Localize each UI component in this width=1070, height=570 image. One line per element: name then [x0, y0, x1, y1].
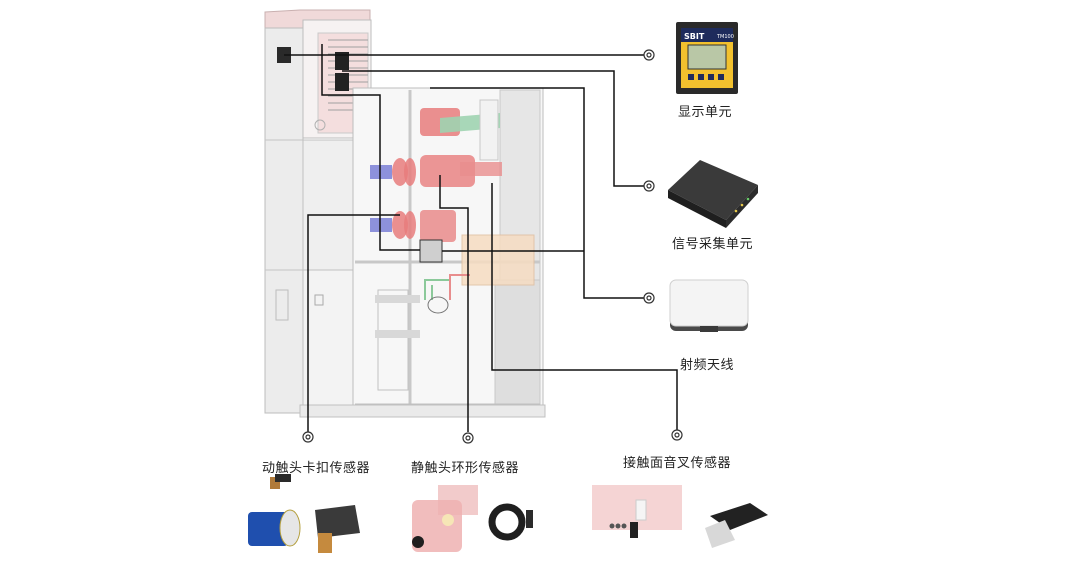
label-display-unit: 显示单元 — [678, 105, 733, 120]
target-icon-moving-contact — [302, 431, 314, 443]
rf-antenna-image — [669, 279, 749, 332]
static-contact-sensor-image — [412, 485, 533, 552]
label-rf-antenna: 射频天线 — [680, 358, 735, 373]
internal-signal-unit-icon — [419, 239, 443, 263]
connector-lines — [284, 44, 678, 432]
moving-contact-sensor-image — [248, 474, 360, 553]
label-moving-contact-sensor: 动触头卡扣传感器 — [262, 461, 371, 476]
display-brand-text: SBIT — [684, 32, 705, 41]
target-icon-display — [643, 49, 655, 61]
target-icon-antenna — [643, 292, 655, 304]
signal-unit-image — [668, 160, 758, 228]
label-fork-sensor: 接触面音叉传感器 — [623, 456, 732, 471]
target-icon-fork — [671, 429, 683, 441]
label-signal-unit: 信号采集单元 — [672, 237, 754, 252]
connector-endpoints — [302, 49, 683, 444]
fork-sensor-image — [592, 485, 768, 548]
target-icon-signal — [643, 180, 655, 192]
display-unit-image: SBIT TM100 — [676, 22, 738, 94]
label-static-contact-sensor: 静触头环形传感器 — [411, 461, 520, 476]
target-icon-static-contact — [462, 432, 474, 444]
display-model-text: TM100 — [716, 34, 734, 40]
